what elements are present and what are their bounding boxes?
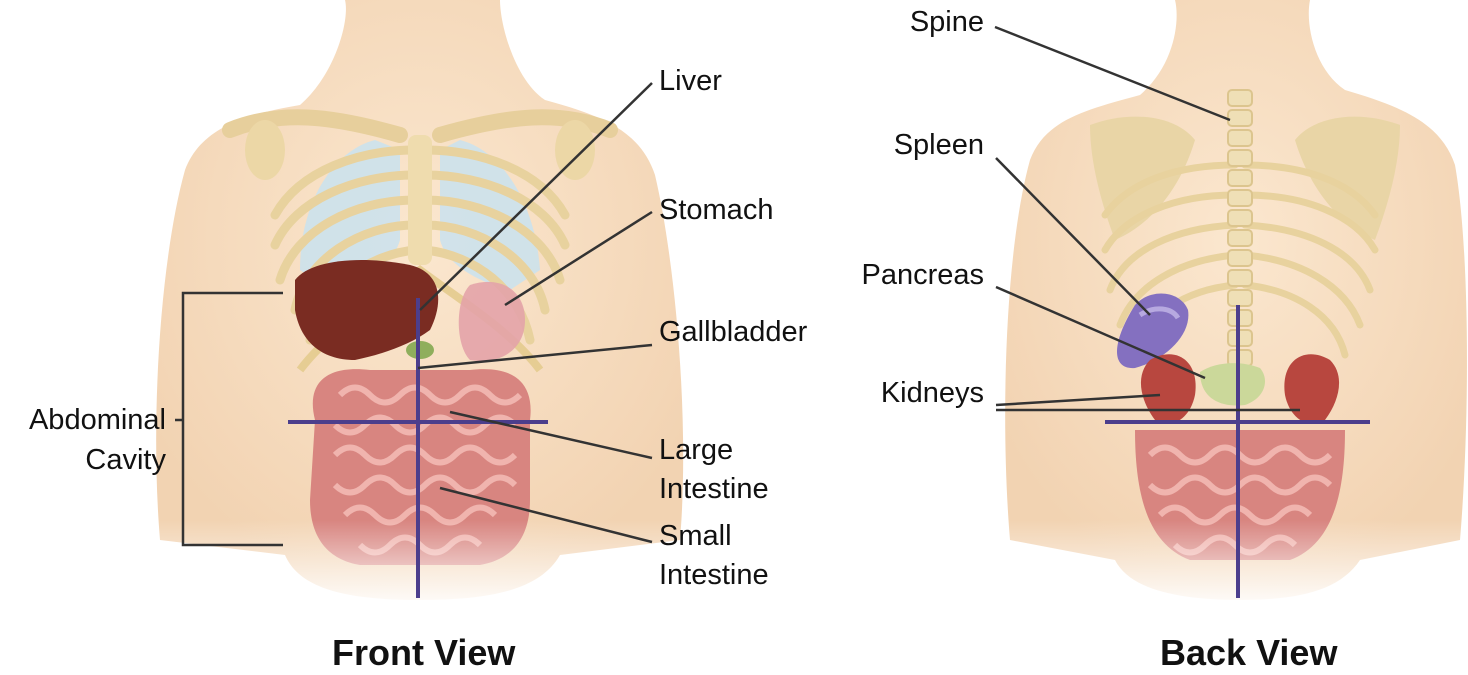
label-large-intestine-line2: Intestine (659, 469, 769, 509)
label-gallbladder: Gallbladder (659, 312, 807, 352)
front-torso (150, 0, 710, 610)
label-small-intestine-line2: Intestine (659, 555, 769, 595)
label-spleen: Spleen (830, 125, 984, 165)
front-sternum (408, 135, 432, 265)
back-torso (1000, 0, 1468, 610)
label-abdominal-cavity-line2: Cavity (0, 440, 166, 480)
label-abdominal-cavity-line1: Abdominal (0, 400, 166, 440)
title-back-view: Back View (1160, 632, 1337, 674)
label-small-intestine-line1: Small (659, 516, 732, 556)
label-liver: Liver (659, 61, 722, 101)
front-shoulder-left (245, 120, 285, 180)
label-pancreas: Pancreas (820, 255, 984, 295)
label-stomach: Stomach (659, 190, 773, 230)
label-kidneys: Kidneys (830, 373, 984, 413)
label-spine: Spine (830, 2, 984, 42)
title-front-view: Front View (332, 632, 515, 674)
label-large-intestine-line1: Large (659, 430, 733, 470)
